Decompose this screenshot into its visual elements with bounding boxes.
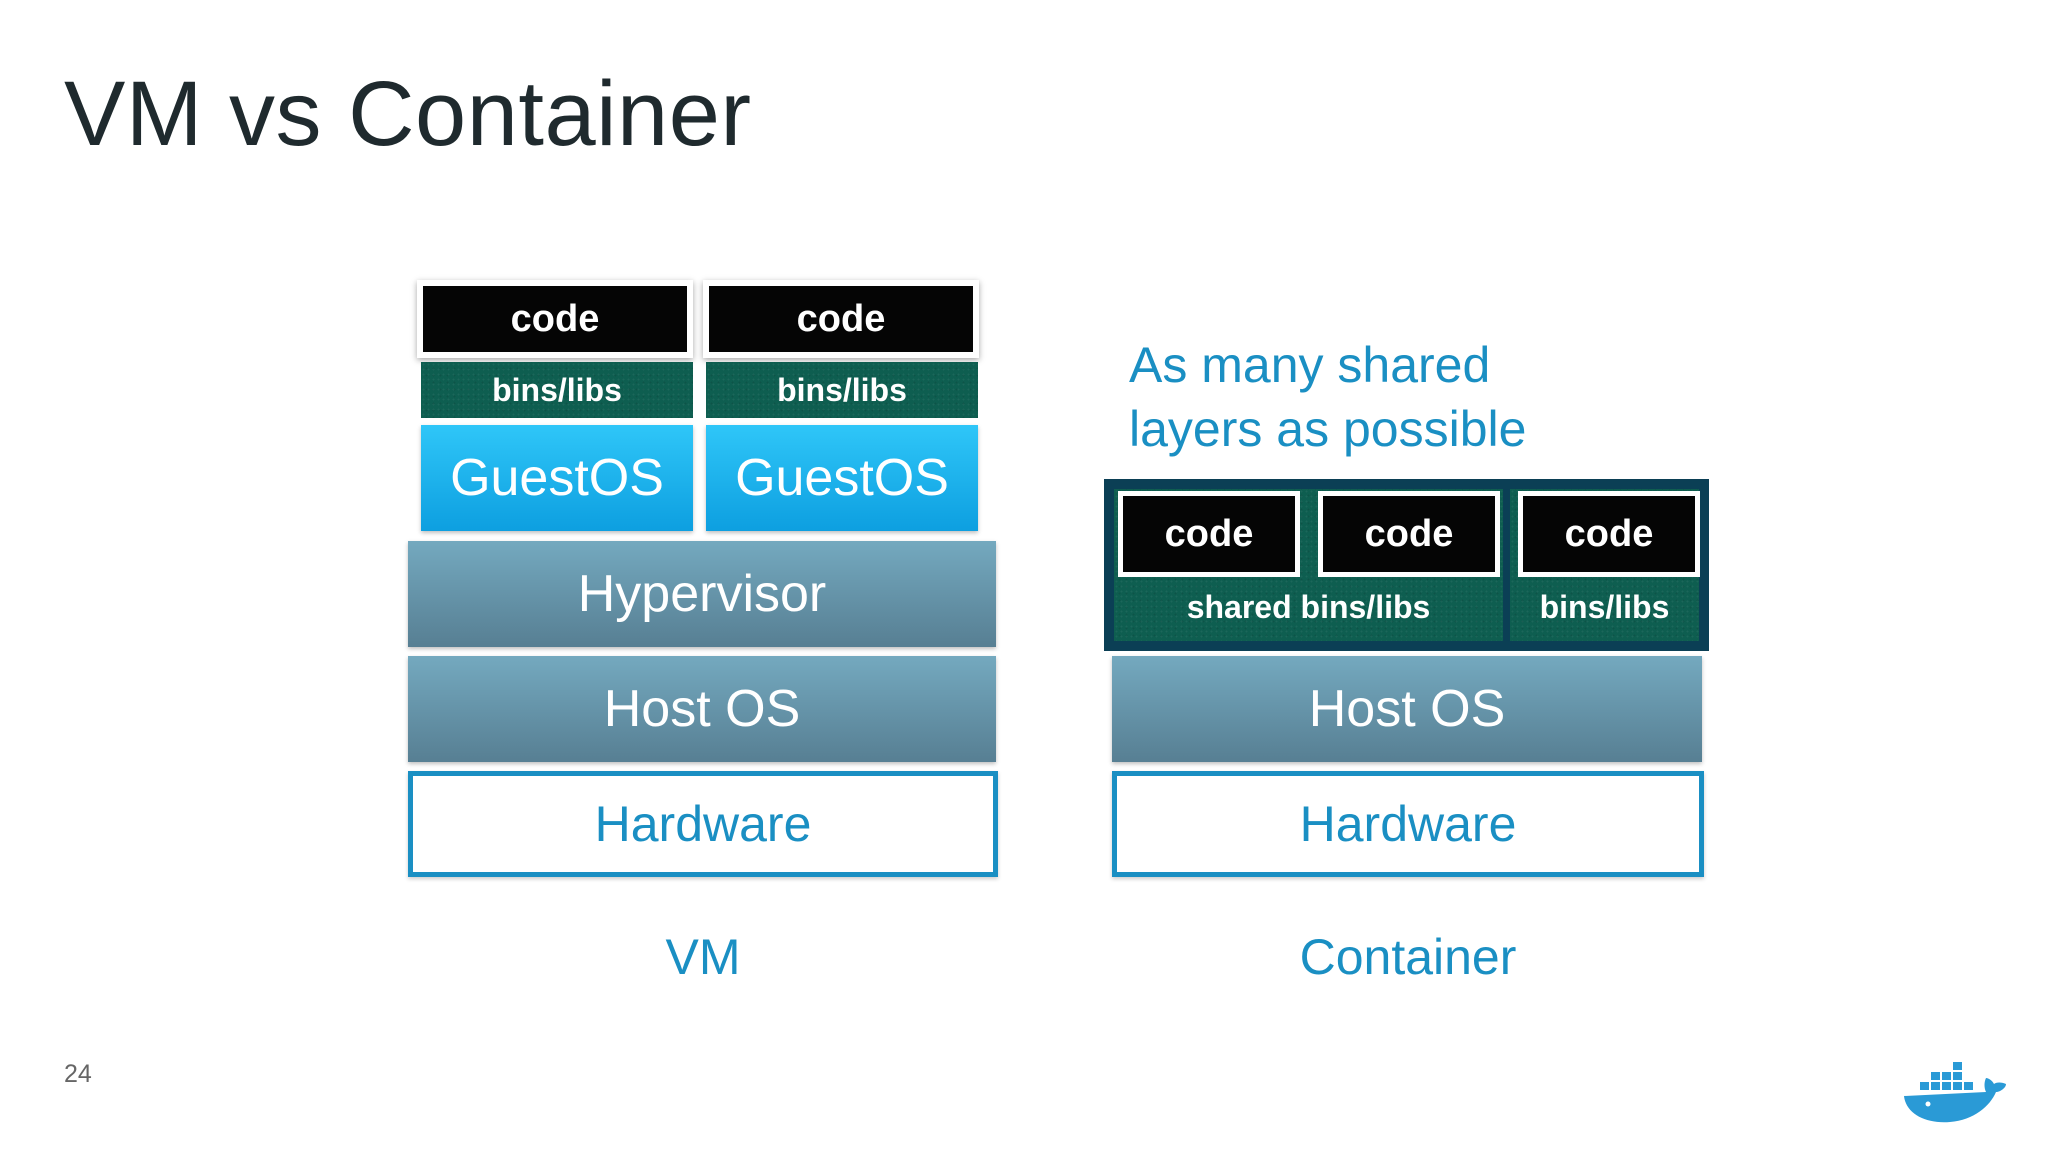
shared-layers-note: As many shared layers as possible <box>1129 333 1526 461</box>
vm-hardware: Hardware <box>408 771 998 877</box>
container-hardware: Hardware <box>1112 771 1704 877</box>
vm-caption: VM <box>665 929 741 985</box>
container-bins-libs: bins/libs <box>1539 589 1670 625</box>
slide-title: VM vs Container <box>64 63 752 165</box>
note-line-1: As many shared <box>1129 337 1491 393</box>
docker-whale-icon <box>1904 1062 2006 1123</box>
vm-host-os: Host OS <box>408 656 996 762</box>
container-shared-bins-libs: shared bins/libs <box>1186 589 1431 625</box>
container-caption: Container <box>1299 929 1517 985</box>
container-code-1: code <box>1118 491 1300 577</box>
vm-bins-libs-2: bins/libs <box>706 362 978 418</box>
container-code-3: code <box>1518 491 1700 577</box>
vm-guest-os-2: GuestOS <box>706 425 978 531</box>
vm-hypervisor: Hypervisor <box>408 541 996 647</box>
note-line-2: layers as possible <box>1129 401 1527 457</box>
container-code-2: code <box>1318 491 1500 577</box>
container-layer-frame: code code code shared bins/libs bins/lib… <box>1104 479 1709 651</box>
vm-guest-os-1: GuestOS <box>421 425 693 531</box>
vm-bins-libs-1: bins/libs <box>421 362 693 418</box>
page-number: 24 <box>64 1060 92 1088</box>
container-host-os: Host OS <box>1112 656 1702 762</box>
vm-code-2: code <box>703 280 979 358</box>
vm-code-1: code <box>417 280 693 358</box>
